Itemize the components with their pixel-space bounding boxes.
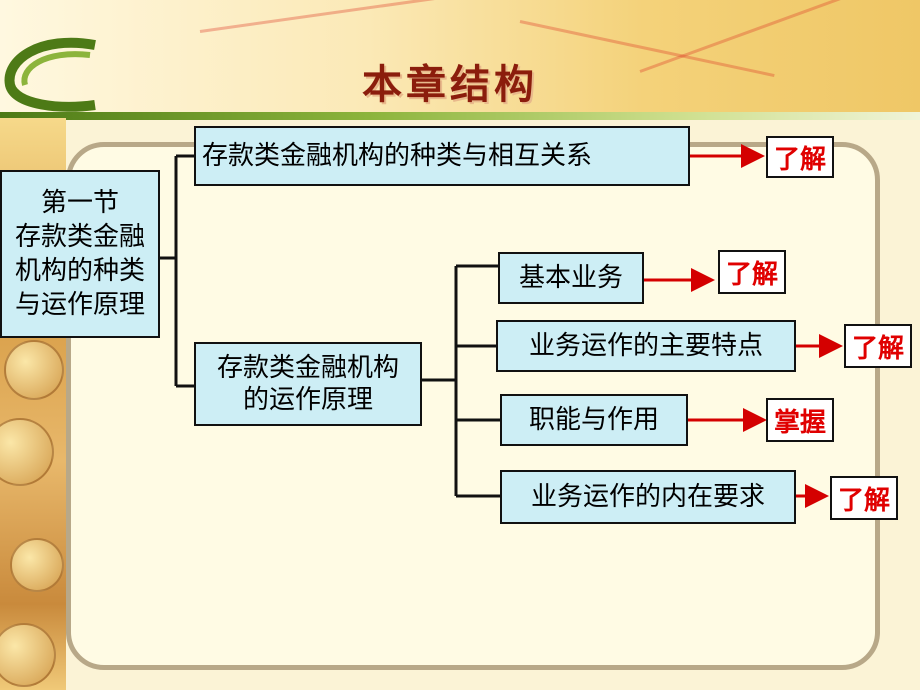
page-title: 本章结构 (362, 61, 538, 108)
child-tag-2: 了解 (844, 324, 912, 368)
branch1-tag: 了解 (766, 136, 834, 178)
child-tag-1: 了解 (718, 250, 786, 294)
child-node-3: 职能与作用 (500, 394, 688, 446)
branch2-node: 存款类金融机构 的运作原理 (194, 342, 422, 426)
header-background (0, 0, 920, 118)
child-node-1: 基本业务 (498, 252, 644, 304)
child-node-4: 业务运作的内在要求 (500, 470, 796, 524)
root-node: 第一节 存款类金融 机构的种类 与运作原理 (0, 170, 160, 338)
header-divider (0, 112, 920, 120)
child-tag-3: 掌握 (766, 398, 834, 442)
swoosh-logo (4, 37, 96, 112)
branch1-node: 存款类金融机构的种类与相互关系 (194, 126, 690, 186)
content-panel (66, 142, 880, 670)
child-tag-4: 了解 (830, 476, 898, 520)
child-node-2: 业务运作的主要特点 (496, 320, 796, 372)
